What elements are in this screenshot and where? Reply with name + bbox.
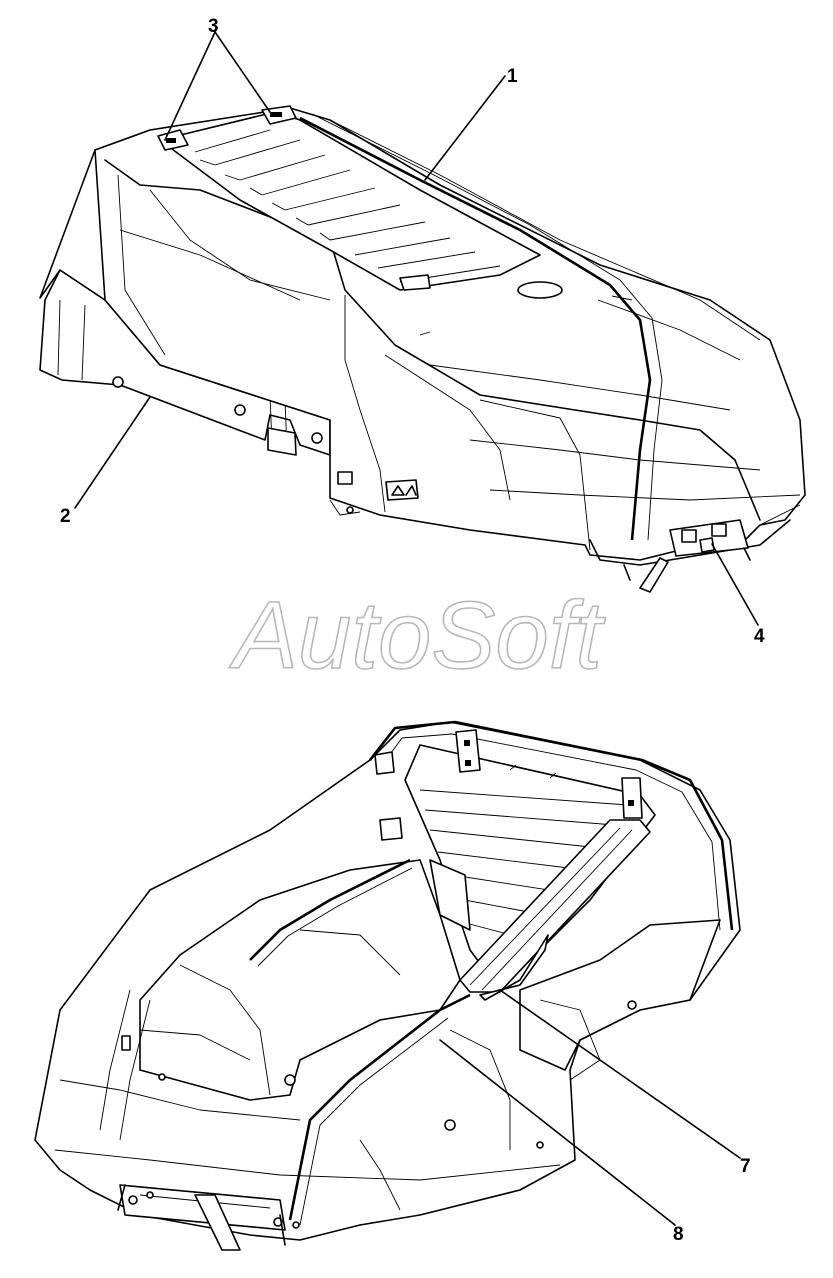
leader-lines xyxy=(74,31,759,1226)
callout-1: 1 xyxy=(507,66,518,87)
hood-assembly-top xyxy=(39,105,806,593)
latch-rail xyxy=(459,819,651,993)
callout-3: 3 xyxy=(208,16,219,37)
callout-8: 8 xyxy=(673,1224,684,1245)
callout-7: 7 xyxy=(740,1156,751,1177)
callout-4: 4 xyxy=(754,626,765,647)
callout-2: 2 xyxy=(60,506,71,527)
watermark-text: AutoSoft xyxy=(229,582,606,689)
callouts: 3 1 2 4 7 8 xyxy=(60,16,765,1245)
hood-assembly-bottom xyxy=(34,720,741,1251)
